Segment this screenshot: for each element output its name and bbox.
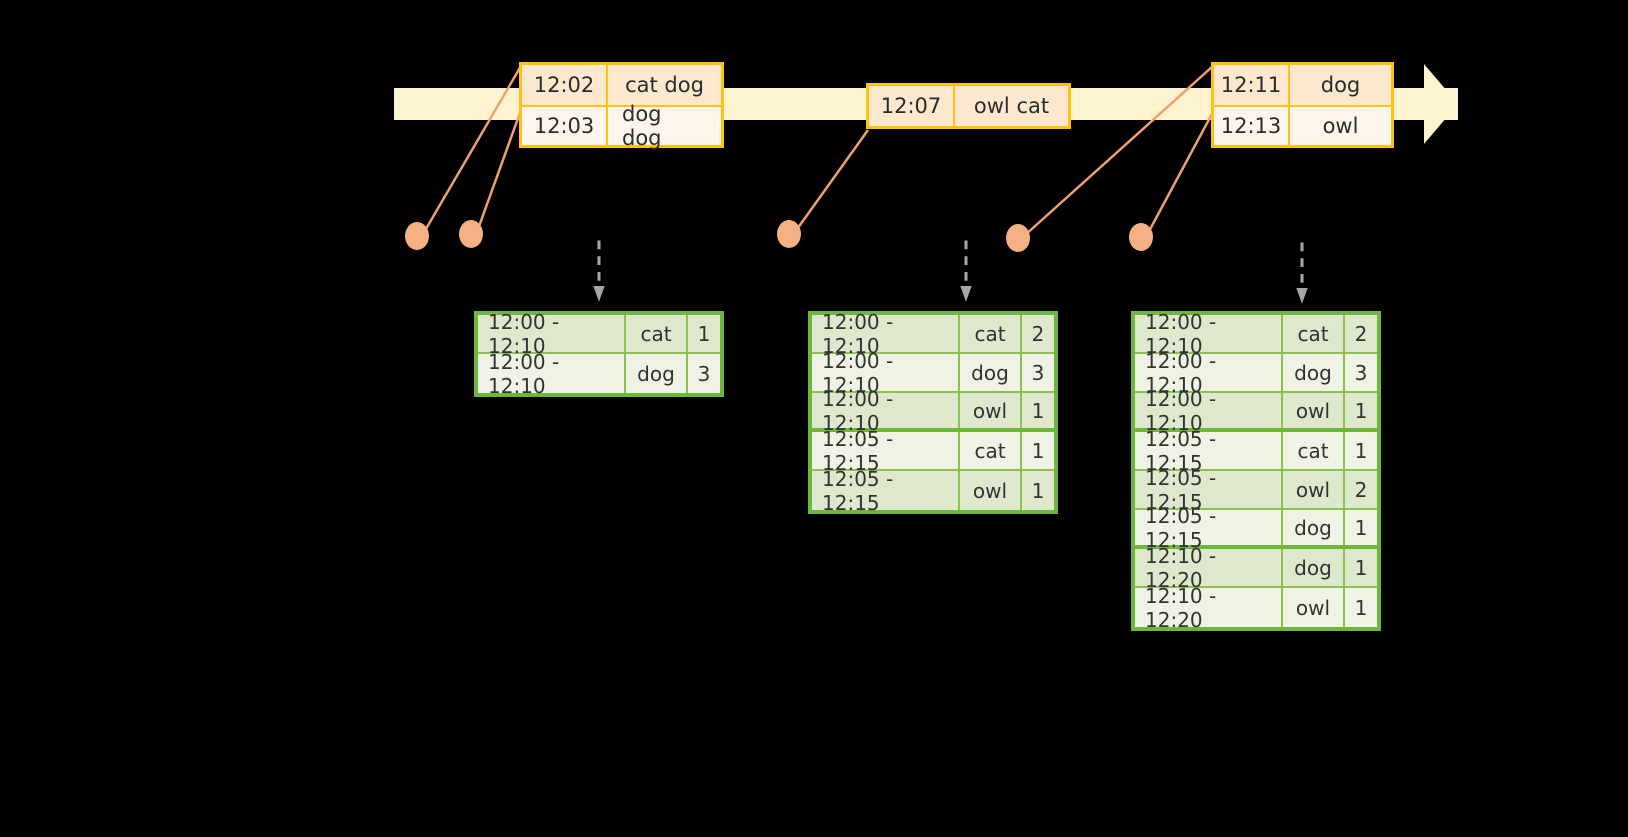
- event-dot-4: [1006, 224, 1030, 252]
- event-text: cat dog: [608, 65, 721, 105]
- window-cell: 12:05 - 12:15: [812, 427, 960, 475]
- table-row: 12:05 - 12:15 cat 1: [812, 427, 1054, 475]
- count-cell: 1: [1022, 393, 1054, 428]
- table-row: 12:00 - 12:10 cat 2: [812, 310, 1054, 358]
- count-cell: 1: [1345, 393, 1377, 428]
- key-cell: dog: [1283, 549, 1345, 586]
- table-row: 12:10 - 12:20 owl 1: [1135, 584, 1377, 632]
- table-row: 12:05 - 12:15 owl 2: [1135, 466, 1377, 514]
- count-cell: 3: [688, 354, 720, 393]
- window-cell: 12:00 - 12:10: [1135, 387, 1283, 435]
- window-cell: 12:00 - 12:10: [812, 387, 960, 435]
- key-cell: owl: [960, 471, 1022, 510]
- window-cell: 12:00 - 12:10: [478, 310, 626, 358]
- down-arrow-2-icon: [960, 240, 972, 302]
- table-row: 12:10 - 12:20 dog 1: [1135, 544, 1377, 592]
- key-cell: cat: [1283, 315, 1345, 352]
- count-cell: 2: [1022, 315, 1054, 352]
- table-row: 12:00 - 12:10 cat 1: [478, 310, 720, 358]
- event-box-3: 12:11 dog 12:13 owl: [1211, 62, 1394, 148]
- key-cell: cat: [626, 315, 688, 352]
- table-row: 12:00 - 12:10 cat 2: [1135, 310, 1377, 358]
- event-time: 12:03: [522, 107, 608, 145]
- key-cell: cat: [960, 432, 1022, 469]
- event-time: 12:07: [869, 86, 955, 126]
- event-row: 12:11 dog: [1214, 65, 1391, 105]
- window-cell: 12:00 - 12:10: [1135, 349, 1283, 397]
- table-row: 12:00 - 12:10 owl 1: [812, 387, 1054, 435]
- key-cell: owl: [1283, 393, 1345, 428]
- key-cell: owl: [960, 393, 1022, 428]
- key-cell: dog: [1283, 354, 1345, 391]
- count-cell: 1: [688, 315, 720, 352]
- result-table-3: 12:00 - 12:10 cat 2 12:00 - 12:10 dog 3 …: [1131, 310, 1381, 632]
- count-cell: 3: [1345, 354, 1377, 391]
- event-row: 12:02 cat dog: [522, 65, 721, 105]
- result-table-2: 12:00 - 12:10 cat 2 12:00 - 12:10 dog 3 …: [808, 310, 1058, 515]
- event-box-1: 12:02 cat dog 12:03 dog dog: [519, 62, 724, 150]
- table-row: 12:05 - 12:15 dog 1: [1135, 504, 1377, 552]
- key-cell: dog: [1283, 510, 1345, 545]
- table-row: 12:00 - 12:10 dog 3: [478, 350, 720, 398]
- window-cell: 12:00 - 12:10: [478, 350, 626, 398]
- count-cell: 2: [1345, 315, 1377, 352]
- count-cell: 2: [1345, 471, 1377, 508]
- event-row: 12:03 dog dog: [522, 102, 721, 150]
- event-dot-5: [1129, 223, 1153, 251]
- window-cell: 12:05 - 12:15: [1135, 466, 1283, 514]
- window-cell: 12:05 - 12:15: [1135, 504, 1283, 552]
- event-time: 12:11: [1214, 65, 1290, 105]
- key-cell: cat: [960, 315, 1022, 352]
- event-text: dog: [1290, 65, 1391, 105]
- down-arrow-1-icon: [593, 240, 605, 302]
- event-text: owl: [1290, 107, 1391, 145]
- down-arrow-3-icon: [1296, 242, 1308, 304]
- key-cell: dog: [626, 354, 688, 393]
- event-row: 12:13 owl: [1214, 105, 1391, 145]
- window-cell: 12:05 - 12:15: [1135, 427, 1283, 475]
- table-row: 12:05 - 12:15 cat 1: [1135, 427, 1377, 475]
- key-cell: owl: [1283, 471, 1345, 508]
- timeline-arrowhead-icon: [1424, 64, 1458, 144]
- count-cell: 1: [1345, 588, 1377, 627]
- key-cell: cat: [1283, 432, 1345, 469]
- event-dot-2: [459, 220, 483, 248]
- count-cell: 1: [1022, 471, 1054, 510]
- window-cell: 12:10 - 12:20: [1135, 584, 1283, 632]
- event-text: dog dog: [608, 102, 721, 150]
- key-cell: dog: [960, 354, 1022, 391]
- table-row: 12:00 - 12:10 owl 1: [1135, 387, 1377, 435]
- event-dot-1: [405, 222, 429, 250]
- window-cell: 12:00 - 12:10: [1135, 310, 1283, 358]
- table-row: 12:00 - 12:10 dog 3: [812, 349, 1054, 397]
- count-cell: 1: [1022, 432, 1054, 469]
- key-cell: owl: [1283, 588, 1345, 627]
- window-cell: 12:00 - 12:10: [812, 310, 960, 358]
- event-dot-3: [777, 220, 801, 248]
- table-row: 12:00 - 12:10 dog 3: [1135, 349, 1377, 397]
- event-time: 12:02: [522, 65, 608, 105]
- count-cell: 1: [1345, 510, 1377, 545]
- event-text: owl cat: [955, 86, 1068, 126]
- table-row: 12:05 - 12:15 owl 1: [812, 467, 1054, 515]
- window-cell: 12:10 - 12:20: [1135, 544, 1283, 592]
- event-time: 12:13: [1214, 107, 1290, 145]
- count-cell: 1: [1345, 432, 1377, 469]
- count-cell: 3: [1022, 354, 1054, 391]
- event-box-2: 12:07 owl cat: [866, 83, 1071, 129]
- window-cell: 12:05 - 12:15: [812, 467, 960, 515]
- window-cell: 12:00 - 12:10: [812, 349, 960, 397]
- count-cell: 1: [1345, 549, 1377, 586]
- result-table-1: 12:00 - 12:10 cat 1 12:00 - 12:10 dog 3: [474, 310, 724, 398]
- event-row: 12:07 owl cat: [869, 86, 1068, 126]
